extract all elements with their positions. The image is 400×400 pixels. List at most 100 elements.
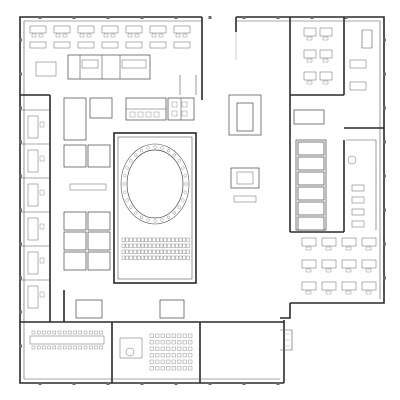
chair [365, 290, 372, 295]
chair [305, 290, 312, 295]
seat [174, 255, 179, 260]
desk [29, 41, 47, 49]
chair [63, 330, 67, 335]
seat [171, 237, 175, 242]
desk [27, 285, 39, 309]
south-rooms [20, 290, 293, 383]
column [19, 106, 22, 110]
seat [183, 174, 187, 178]
chair [94, 330, 98, 335]
seat [163, 249, 168, 254]
office-cell [297, 141, 325, 156]
chair [47, 345, 51, 350]
desk [101, 25, 119, 34]
desk [303, 71, 317, 81]
seat [155, 255, 160, 260]
chair [37, 330, 41, 335]
seat [181, 198, 185, 202]
column [383, 208, 386, 212]
desk [319, 27, 333, 37]
column [19, 276, 22, 280]
desk [77, 25, 95, 34]
desk [53, 41, 71, 49]
column [208, 16, 212, 19]
column [174, 382, 178, 385]
seat [171, 359, 176, 364]
chair [103, 33, 109, 38]
seat [155, 340, 160, 345]
chair [99, 345, 103, 350]
desk [341, 281, 357, 291]
chair [175, 33, 181, 38]
seat [166, 366, 171, 371]
seat [177, 333, 182, 338]
seat [182, 346, 187, 351]
chair [39, 223, 45, 230]
seat [178, 237, 183, 242]
column [242, 16, 246, 19]
fixture [153, 111, 160, 118]
seat [167, 237, 171, 242]
chair [345, 246, 352, 251]
seat [182, 237, 187, 242]
chair [322, 36, 329, 41]
column [242, 382, 246, 385]
seat [174, 249, 179, 254]
chair [345, 268, 352, 273]
seat [149, 353, 154, 358]
column [383, 106, 386, 110]
column [106, 382, 110, 385]
seat [149, 346, 154, 351]
seat [148, 243, 152, 248]
seat [125, 255, 130, 260]
seat [167, 243, 171, 248]
chair [39, 189, 45, 196]
central-core [63, 97, 195, 271]
seat [133, 249, 137, 254]
chair [325, 268, 332, 273]
chair [31, 345, 36, 350]
desk [149, 41, 167, 49]
office-cell [297, 186, 325, 201]
seat [149, 366, 154, 371]
seat [133, 255, 137, 260]
seat [121, 243, 126, 248]
column [276, 16, 280, 19]
seat [160, 340, 165, 345]
desk [361, 237, 377, 247]
seat [155, 237, 160, 242]
fixture [181, 101, 188, 108]
seat [183, 190, 187, 194]
column [208, 382, 212, 385]
chair [57, 330, 62, 335]
seat [121, 237, 126, 242]
seat [186, 237, 190, 242]
seat [188, 346, 193, 351]
desk [173, 25, 191, 34]
seat [136, 255, 141, 260]
chair [134, 33, 140, 38]
oval-auditorium [113, 132, 197, 284]
column [383, 72, 386, 76]
column [19, 174, 22, 178]
chair [39, 121, 45, 128]
seat [177, 346, 182, 351]
column [383, 174, 386, 178]
seat [121, 249, 126, 254]
seat [182, 366, 187, 371]
seat [125, 249, 130, 254]
chair [365, 246, 372, 251]
column [106, 16, 110, 19]
seat [159, 243, 164, 248]
desk [341, 259, 357, 269]
seat [177, 366, 182, 371]
seat [166, 149, 171, 153]
chair [86, 33, 92, 38]
desk [321, 281, 337, 291]
seat [171, 249, 175, 254]
chair [88, 345, 93, 350]
seat [155, 346, 160, 351]
seat [129, 205, 133, 209]
seat [167, 255, 171, 260]
seat [144, 237, 149, 242]
